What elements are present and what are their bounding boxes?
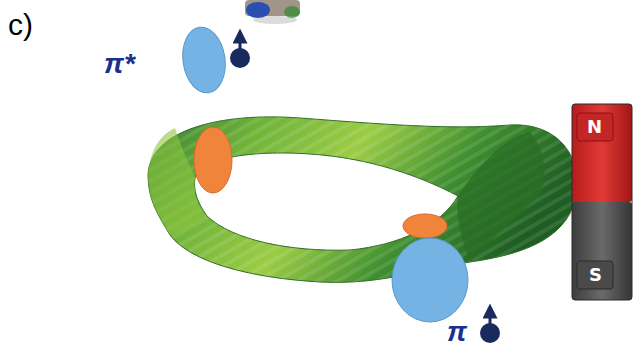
pi-star-orbital [179, 24, 232, 193]
panel-label: c) [8, 10, 33, 40]
spin-up-symbol [480, 311, 500, 343]
magnet-pole: S [589, 266, 602, 284]
cropped-figure [245, 0, 300, 24]
mobius-band [148, 117, 577, 283]
magnet-pole: N [587, 118, 602, 136]
bar-magnet [572, 104, 632, 300]
pi-orbital [392, 214, 468, 322]
spin-up-symbol [230, 36, 250, 68]
orbital-label: π* [104, 50, 135, 78]
orbital-label: π [447, 318, 467, 346]
